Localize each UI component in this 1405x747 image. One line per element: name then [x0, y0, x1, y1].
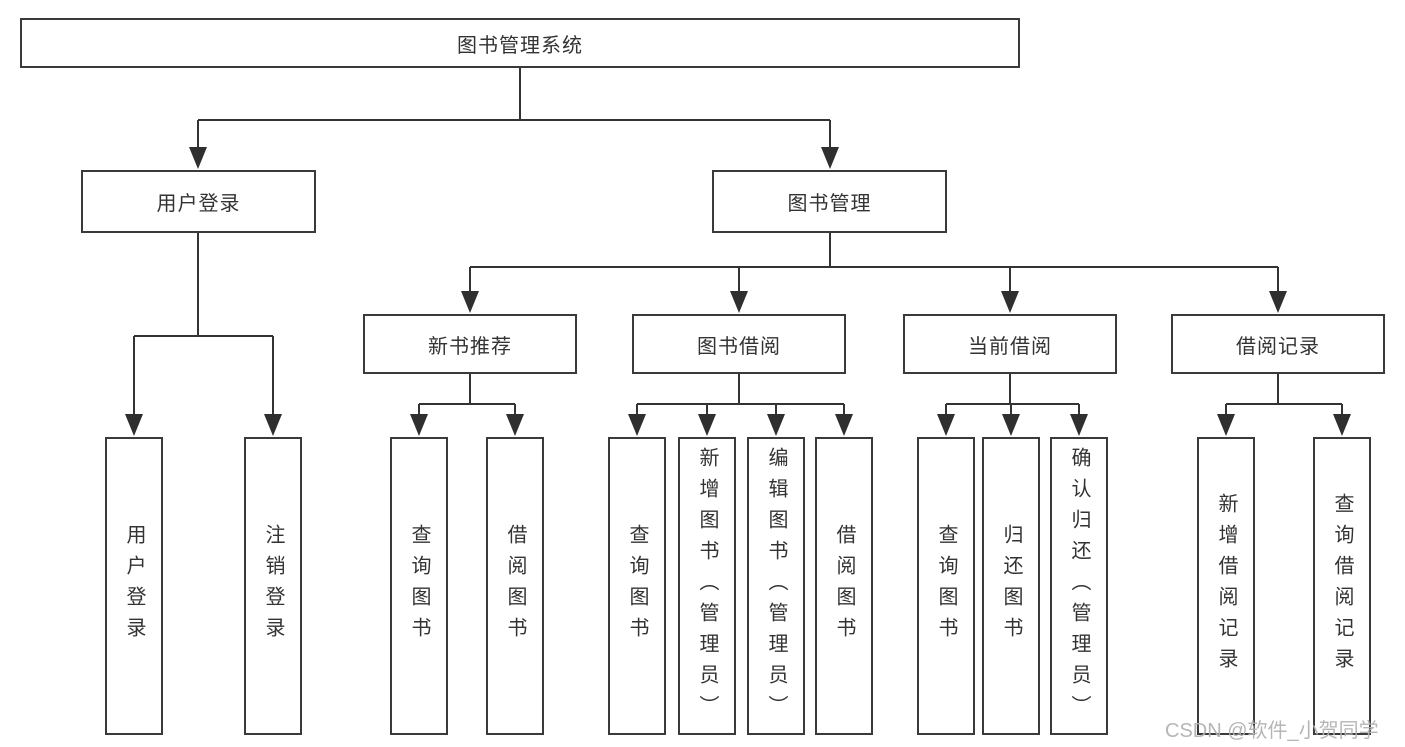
leaf-label: 借阅图书: [833, 524, 855, 648]
node-user-login-branch: 用户登录: [81, 170, 316, 233]
leaf-label: 编辑图书（管理员）: [765, 446, 787, 726]
connector-bookmgmt-to-level2: [469, 233, 1279, 293]
leaf-user-login: 用户登录: [105, 437, 163, 735]
node-label: 新书推荐: [428, 335, 512, 358]
leaf-borrow-books-borrow: 借阅图书: [815, 437, 873, 735]
node-label: 当前借阅: [968, 335, 1052, 358]
node-new-book-recommend: 新书推荐: [363, 314, 577, 374]
leaf-label: 新增借阅记录: [1215, 493, 1237, 679]
leaf-query-books-newbook: 查询图书: [390, 437, 448, 735]
leaf-query-borrow-record: 查询借阅记录: [1313, 437, 1371, 735]
leaf-edit-book-admin: 编辑图书（管理员）: [747, 437, 805, 735]
node-label: 图书借阅: [697, 335, 781, 358]
leaf-add-borrow-record: 新增借阅记录: [1197, 437, 1255, 735]
node-root-system: 图书管理系统: [20, 18, 1020, 68]
connector-currentborrow-to-leaves: [945, 374, 1080, 416]
leaf-add-book-admin: 新增图书（管理员）: [678, 437, 736, 735]
leaf-label: 查询图书: [408, 524, 430, 648]
leaf-label: 新增图书（管理员）: [696, 446, 718, 726]
node-label: 用户登录: [156, 193, 241, 215]
leaf-label: 确认归还（管理员）: [1068, 446, 1090, 726]
connector-borrowrecord-to-leaves: [1225, 374, 1343, 416]
node-book-borrow: 图书借阅: [632, 314, 846, 374]
arrowheads: [125, 147, 1351, 436]
leaf-label: 归还图书: [1000, 524, 1022, 648]
leaf-label: 查询借阅记录: [1331, 493, 1353, 679]
leaf-return-book: 归还图书: [982, 437, 1040, 735]
connector-root-to-level1: [197, 68, 831, 149]
leaf-logout: 注销登录: [244, 437, 302, 735]
node-book-management-branch: 图书管理: [712, 170, 947, 233]
leaf-label: 注销登录: [262, 524, 284, 648]
csdn-watermark: CSDN @软件_小贺同学: [1165, 720, 1379, 742]
leaf-label: 查询图书: [935, 524, 957, 648]
node-label: 图书管理: [787, 193, 872, 215]
leaf-query-books-borrow: 查询图书: [608, 437, 666, 735]
leaf-query-books-current: 查询图书: [917, 437, 975, 735]
connector-newbook-to-leaves: [418, 374, 516, 416]
node-root-label: 图书管理系统: [457, 34, 583, 57]
connector-userlogin-to-leaves: [133, 233, 274, 416]
leaf-confirm-return-admin: 确认归还（管理员）: [1050, 437, 1108, 735]
node-label: 借阅记录: [1236, 335, 1320, 358]
leaf-borrow-books-newbook: 借阅图书: [486, 437, 544, 735]
leaf-label: 用户登录: [123, 524, 145, 648]
leaf-label: 借阅图书: [504, 524, 526, 648]
connector-bookborrow-to-leaves: [636, 374, 845, 416]
leaf-label: 查询图书: [626, 524, 648, 648]
node-borrow-record: 借阅记录: [1171, 314, 1385, 374]
node-current-borrow: 当前借阅: [903, 314, 1117, 374]
